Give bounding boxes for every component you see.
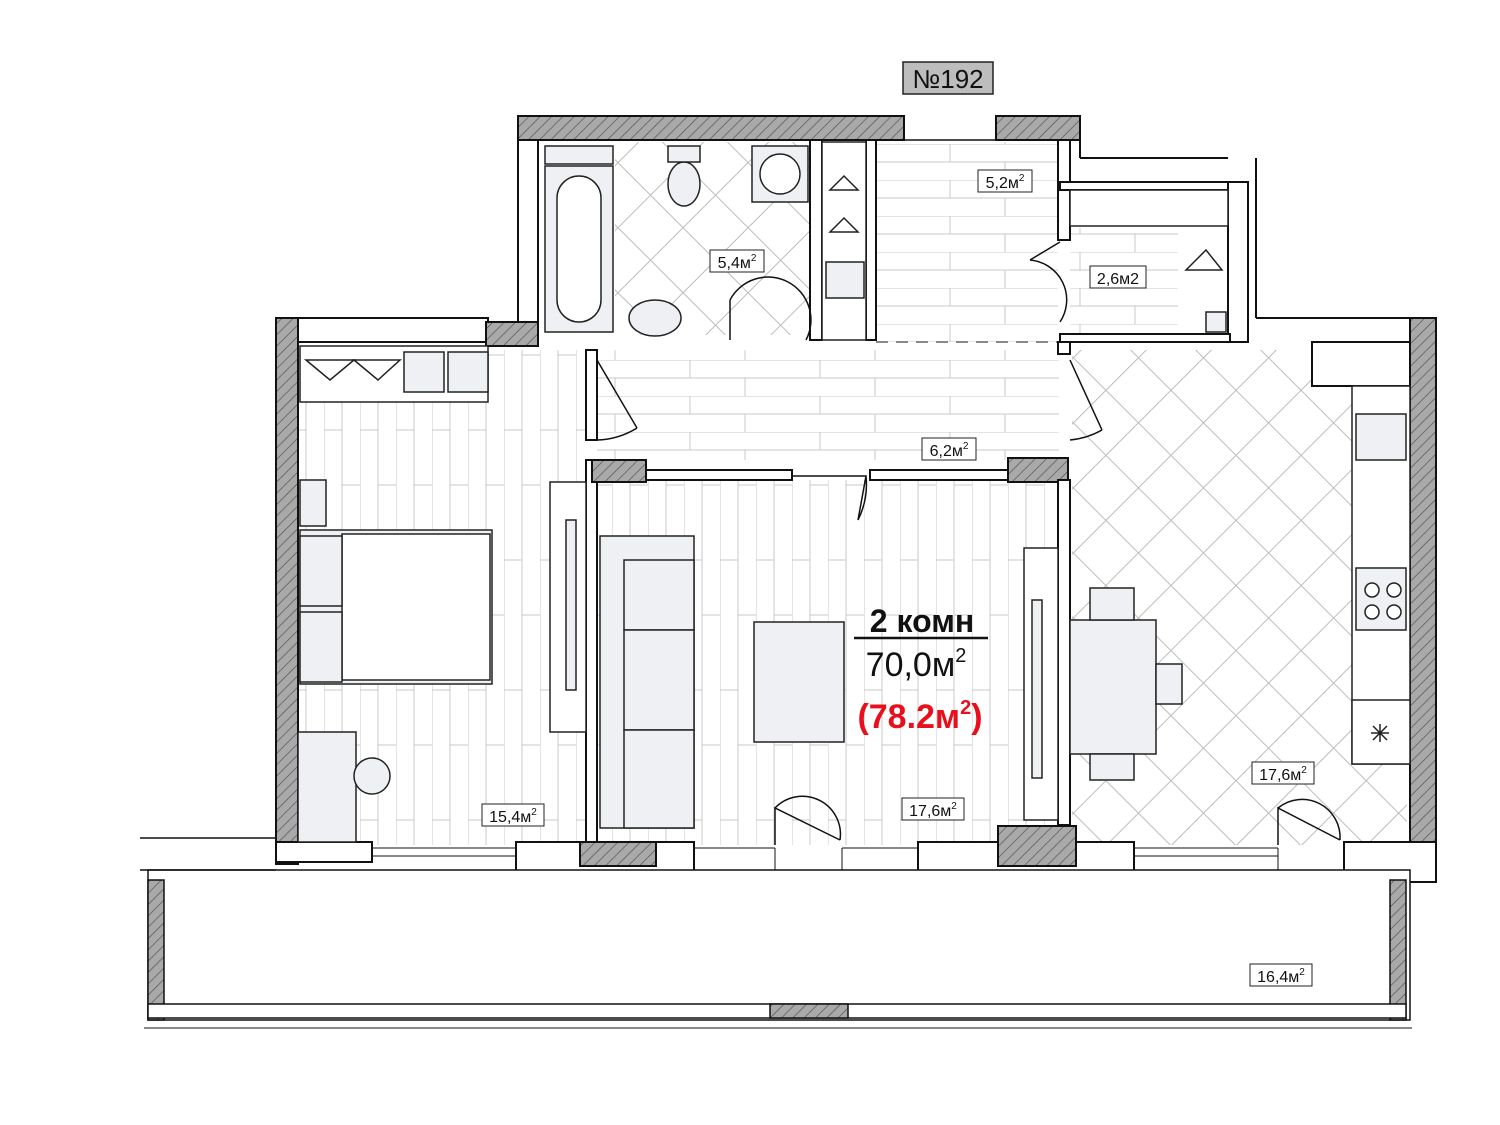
rooms-label: 2 комн [870,603,974,639]
svg-text:17,6м2: 17,6м2 [1259,765,1307,784]
coffee-table [753,621,845,743]
wardrobe-shelf [1069,189,1229,227]
apartment-number-badge: №192 [902,61,994,95]
door-living [792,475,868,521]
area-tag-kitchen: 17,6м2 [1251,761,1315,785]
bath-shelf [544,145,614,165]
balcony-rail-left [147,879,165,1021]
column-hall-left [591,459,647,483]
balcony [140,837,1412,1029]
hanger-icon [828,174,860,191]
wall-bath-left [517,139,539,323]
svg-text:2,6м2: 2,6м2 [1097,271,1139,288]
wall-hall-living [645,469,793,481]
snowflake-icon [1371,724,1389,742]
area-tag-bedroom: 15,4м2 [481,803,545,827]
svg-text:6,2м2: 6,2м2 [930,441,969,460]
column-hall-right [1007,457,1069,483]
apartment-summary: 2 комн 70,0м2 (78.2м2) [854,603,988,736]
balcony-rail-right [1389,879,1407,1021]
area-tag-bathroom: 5,4м2 [709,249,765,273]
door-wardrobe [1029,241,1068,323]
desk [297,731,357,843]
wall-entry-closet [865,139,877,341]
hallway-floor [597,350,1059,460]
wall-wardrobe-top [1059,181,1231,191]
area-main: 70,0м2 [866,645,967,684]
wall-top-left [517,115,905,141]
stove [1355,567,1407,631]
svg-text:5,4м2: 5,4м2 [718,253,757,272]
door-balcony-1 [774,795,842,845]
balcony-rail-center [769,1003,849,1019]
apartment-number: №192 [912,64,983,94]
svg-text:15,4м2: 15,4м2 [489,807,537,826]
door-bathroom [729,276,812,341]
wall-wardrobe-bottom [1059,333,1231,343]
chair [353,757,391,795]
wall-top-right [995,115,1081,141]
wall-left [275,317,299,865]
dining-table [1069,619,1157,755]
furniture [297,141,1411,843]
wall-right [1409,317,1437,865]
area-total: (78.2м2) [857,697,982,736]
svg-text:17,6м2: 17,6м2 [909,801,957,820]
wall-bed-living [585,459,598,846]
room-area-tags: 5,4м2 5,2м2 2,6м2 6,2м2 15,4м2 17,6м2 17… [481,169,1315,987]
area-tag-living: 17,6м2 [901,797,965,821]
wall-bed-hall [585,349,598,441]
door-bedroom [596,359,638,441]
area-tag-entry: 5,2м2 [977,169,1033,193]
entry-closet [821,141,867,341]
kitchen-niche [1311,341,1411,387]
fridge [1351,699,1411,765]
balcony-floor [147,869,1411,1021]
wall-bath-right [809,139,823,341]
area-tag-wardrobe: 2,6м2 [1089,265,1147,289]
area-tag-hallway: 6,2м2 [921,437,977,461]
wall-bottom-1 [275,841,373,863]
wall-hall-kitchen [1057,341,1071,355]
column-bedroom [485,321,539,347]
wall-hall-living-2 [869,469,1011,481]
kitchen-sink [1355,413,1407,461]
wall-living-kitchen [1057,479,1071,826]
wall-wardrobe-right [1227,181,1249,343]
door-balcony-2 [1277,798,1341,845]
wall-bedroom-top [275,317,489,343]
area-tag-balcony: 16,4м2 [1249,963,1313,987]
toilet [667,161,701,207]
sink-bathroom [628,299,682,337]
doors [596,120,1341,845]
column-bottom-1 [579,841,657,867]
door-kitchen [1069,359,1103,441]
column-bottom-2 [997,825,1077,867]
door-entrance [903,120,997,141]
svg-text:16,4м2: 16,4м2 [1257,967,1305,986]
nightstand [299,479,327,527]
svg-text:5,2м2: 5,2м2 [986,173,1025,192]
